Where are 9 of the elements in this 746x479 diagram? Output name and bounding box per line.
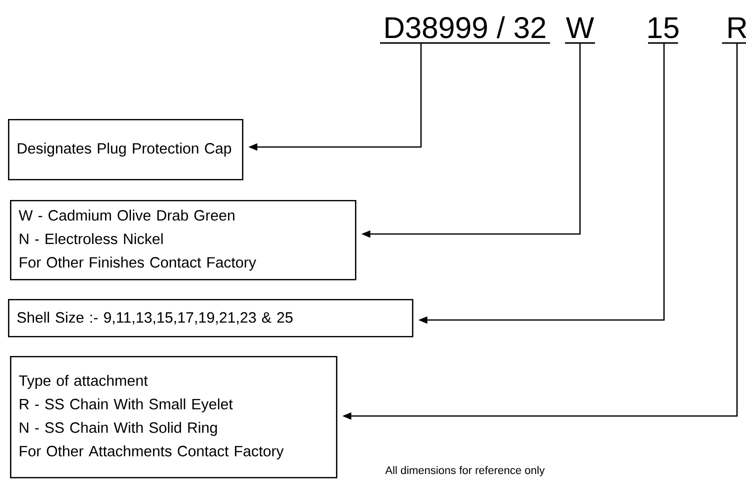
description-box: Shell Size :- 9,11,13,15,17,19,21,23 & 25 — [8, 299, 414, 338]
description-box: Designates Plug Protection Cap — [8, 119, 244, 180]
description-box: Type of attachment R - SS Chain With Small Eyelet N - SS Chain With Solid Ring For Other Attachments Contact Factory — [10, 356, 338, 478]
code-segment: D38999 / 32 — [380, 16, 550, 44]
note-text: All dimensions for reference only — [385, 466, 545, 476]
code-segment: R — [722, 17, 746, 44]
code-segment: W — [565, 17, 595, 44]
description-box: W - Cadmium Olive Drab Green N - Electroless Nickel For Other Finishes Contact Factory — [10, 200, 356, 280]
code-segment: 15 — [648, 17, 678, 44]
